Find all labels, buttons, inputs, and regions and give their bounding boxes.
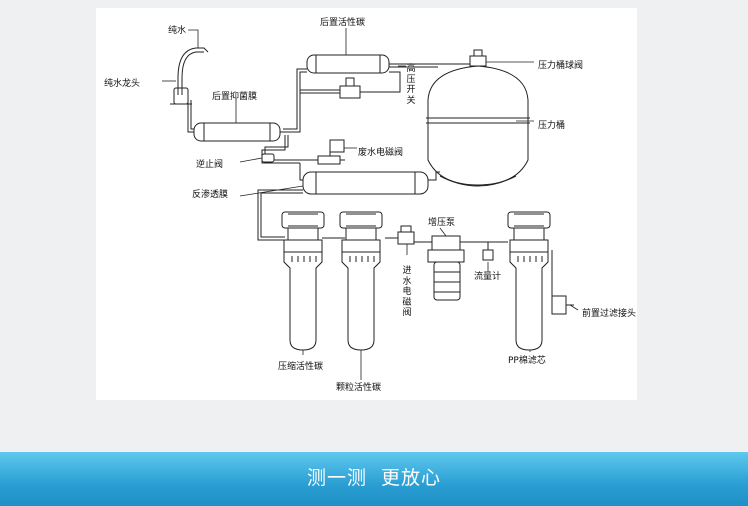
label-post-antibac: 后置抑菌膜: [212, 92, 258, 102]
label-pp-cotton: PP棉滤芯: [508, 356, 546, 366]
inlet-solenoid-valve: [397, 225, 415, 245]
flow-meter: [482, 249, 494, 261]
label-flow-meter: 流量计: [474, 272, 502, 282]
check-valve: [261, 153, 275, 163]
label-granular-carbon: 颗粒活性碳: [336, 383, 382, 393]
pp-cotton-filter: [507, 211, 551, 351]
label-check-valve: 逆止阀: [196, 160, 224, 170]
banner-title: 测一测 更放心: [306, 467, 442, 489]
label-ro-membrane: 反渗透膜: [192, 190, 229, 200]
post-carbon-filter: [306, 54, 390, 74]
granular-carbon-filter: [339, 211, 383, 351]
label-compressed-carbon: 压缩活性碳: [278, 362, 324, 372]
post-antibacterial-filter: [193, 122, 281, 142]
high-pressure-switch: [339, 77, 361, 99]
label-booster-pump: 增压泵: [428, 218, 456, 228]
label-pure-faucet: 纯水龙头: [104, 79, 141, 89]
leader-lines: [162, 28, 579, 380]
pressure-tank: [426, 49, 530, 187]
label-waste-valve: 废水电磁阀: [358, 148, 404, 158]
label-inlet-valve: 进水电磁阀: [402, 266, 412, 318]
bottom-banner: [0, 452, 748, 506]
label-tank: 压力桶: [538, 121, 566, 131]
label-pre-connector: 前置过滤接头: [582, 309, 637, 319]
label-tank-valve: 压力桶球阀: [538, 61, 584, 71]
booster-pump: [427, 235, 465, 301]
water-purifier-diagram: [162, 28, 579, 380]
label-pure-water: 纯水: [168, 26, 187, 36]
compressed-carbon-filter: [281, 211, 325, 351]
ro-membrane: [302, 171, 429, 195]
pure-faucet: [170, 47, 209, 105]
diagram-panel: 纯水 纯水龙头 后置活性碳 后置抑菌膜 高压开关 压力桶球阀 压力桶 废水电磁阀…: [96, 8, 637, 400]
label-hp-switch: 高压开关: [406, 64, 416, 106]
label-post-carbon: 后置活性碳: [320, 18, 366, 28]
waste-solenoid-valve: [317, 139, 345, 165]
